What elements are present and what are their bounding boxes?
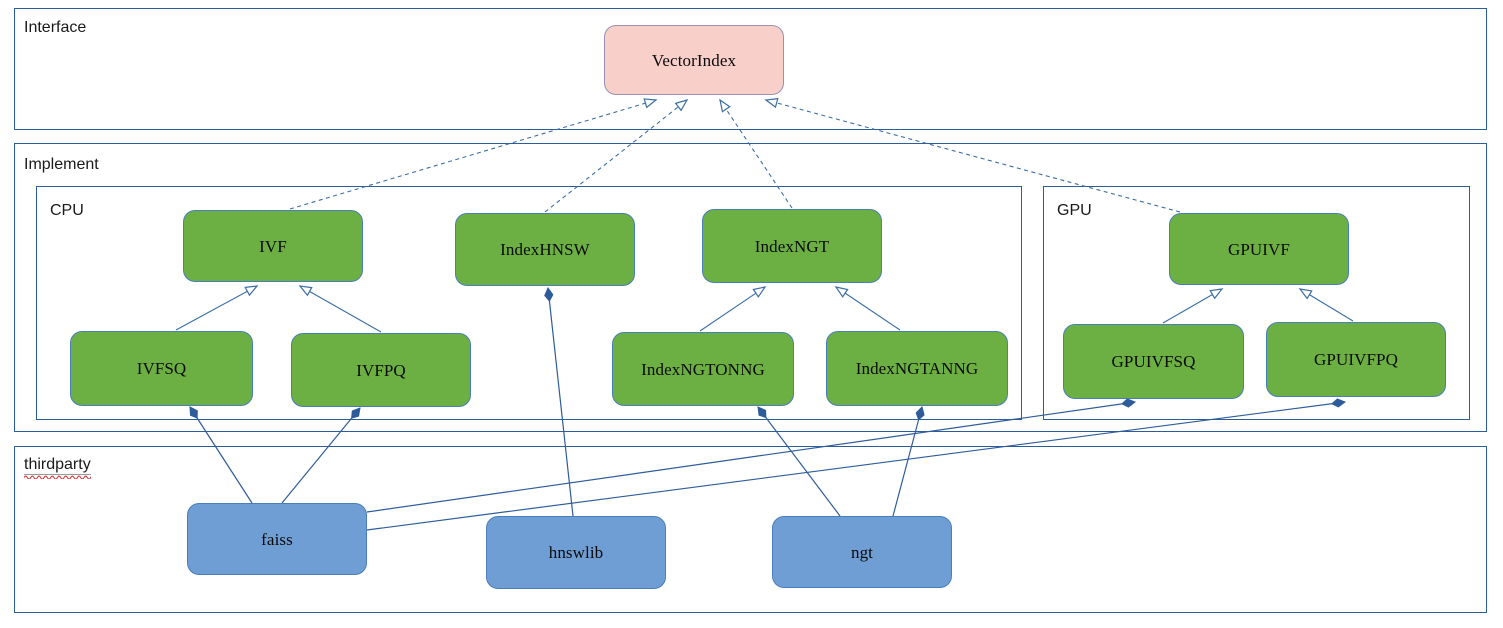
class-node-label: IndexNGT: [754, 236, 830, 256]
class-node-label: VectorIndex: [651, 50, 737, 70]
class-node-gpuivf[interactable]: GPUIVF: [1169, 213, 1349, 285]
class-node-hnswlib[interactable]: hnswlib: [486, 516, 666, 589]
class-node-vectorindex[interactable]: VectorIndex: [604, 25, 784, 95]
class-node-label: faiss: [261, 529, 293, 549]
container-label-gpu: GPU: [1057, 202, 1092, 219]
class-node-indexngtonng[interactable]: IndexNGTONNG: [612, 332, 794, 406]
class-node-label: GPUIVFPQ: [1314, 350, 1398, 369]
class-node-label: IndexNGTONNG: [641, 359, 765, 379]
class-node-indexngt[interactable]: IndexNGT: [702, 209, 882, 283]
class-node-ivfpq[interactable]: IVFPQ: [291, 333, 471, 407]
class-node-ngt[interactable]: ngt: [772, 516, 952, 588]
class-node-label: IVF: [259, 236, 287, 256]
class-node-label: IVFPQ: [356, 360, 406, 380]
container-label-cpu: CPU: [50, 202, 84, 219]
class-node-faiss[interactable]: faiss: [187, 503, 367, 575]
container-label-implement: Implement: [24, 156, 99, 173]
container-label-interface: Interface: [24, 19, 87, 36]
class-node-gpuivfpq[interactable]: GPUIVFPQ: [1266, 322, 1446, 397]
class-node-label: GPUIVFSQ: [1111, 352, 1196, 371]
class-node-gpuivfsq[interactable]: GPUIVFSQ: [1063, 324, 1244, 399]
class-node-ivfsq[interactable]: IVFSQ: [70, 331, 253, 406]
container-label-thirdparty: thirdparty: [24, 457, 91, 479]
class-node-label: IndexHNSW: [500, 240, 590, 259]
class-node-indexhnsw[interactable]: IndexHNSW: [455, 213, 635, 286]
class-node-ivf[interactable]: IVF: [183, 210, 363, 282]
class-node-label: IndexNGTANNG: [855, 359, 979, 378]
class-node-label: ngt: [850, 542, 874, 562]
class-node-label: GPUIVF: [1227, 239, 1290, 259]
class-node-label: IVFSQ: [136, 359, 187, 378]
spellcheck-squiggle-icon: [24, 475, 91, 479]
class-node-indexngtanng[interactable]: IndexNGTANNG: [826, 331, 1008, 406]
class-node-label: hnswlib: [548, 543, 604, 562]
